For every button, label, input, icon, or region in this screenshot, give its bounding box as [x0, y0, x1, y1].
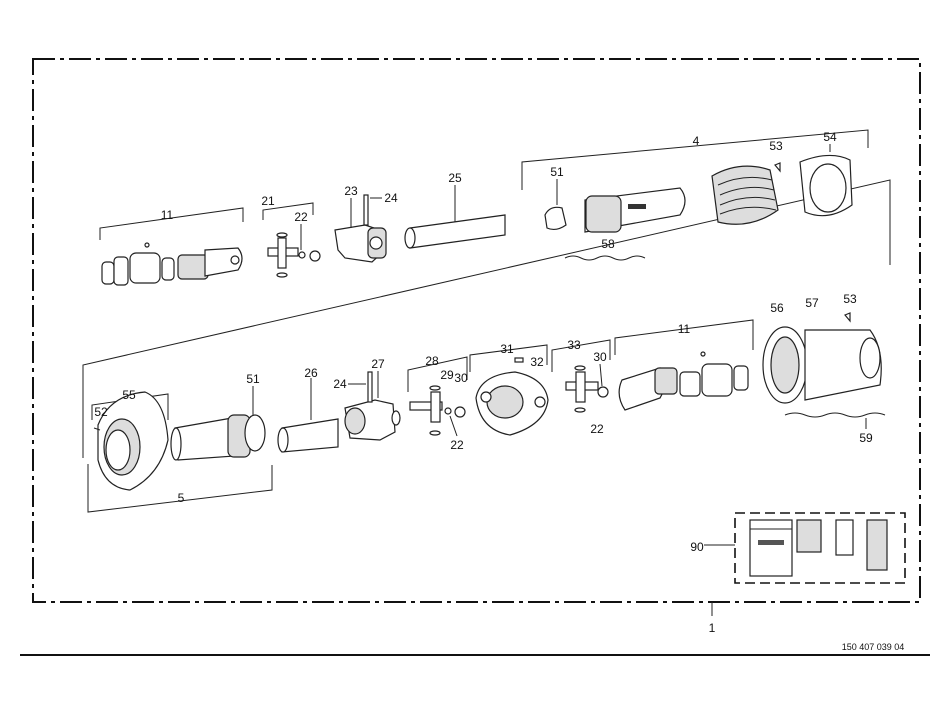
callout-54: 54 [823, 130, 837, 144]
callout-51-top: 51 [550, 165, 564, 179]
row-separator [82, 179, 891, 458]
callout-26: 26 [304, 366, 318, 380]
part-26-outer-tube[interactable] [277, 418, 339, 453]
callout-4: 4 [693, 134, 700, 148]
callout-24-top: 24 [384, 191, 398, 205]
part-90-labels-kit[interactable] [734, 512, 906, 584]
callout-25: 25 [448, 171, 462, 185]
callout-29: 29 [440, 368, 454, 382]
callout-11-bottom: 11 [678, 322, 691, 336]
part-25-inner-tube[interactable] [404, 214, 506, 249]
part-28-cross-kit[interactable] [407, 356, 468, 436]
callout-53-bottom: 53 [843, 292, 857, 306]
callout-56: 56 [770, 301, 784, 315]
callout-31: 31 [500, 342, 514, 356]
callout-55: 55 [122, 388, 136, 402]
part-33-cross-kit[interactable] [551, 339, 611, 413]
callout-52: 52 [94, 405, 108, 419]
callout-90: 90 [690, 540, 704, 554]
callout-5: 5 [178, 491, 185, 505]
part-5-guard-assembly[interactable] [87, 391, 273, 513]
callout-23: 23 [344, 184, 358, 198]
callout-53-top: 53 [769, 139, 783, 153]
part-4-guard-assembly[interactable] [521, 129, 869, 261]
callout-11: 11 [161, 208, 174, 222]
callout-22-a: 22 [450, 438, 464, 452]
assembly-frame [32, 58, 921, 603]
callout-58: 58 [601, 237, 615, 251]
part-56-57-guard-cone[interactable] [762, 312, 886, 418]
part-11-bottom[interactable] [614, 319, 754, 411]
callout-22-b: 22 [590, 422, 604, 436]
callout-24-bottom: 24 [333, 377, 347, 391]
document-number: 150 407 039 04 [842, 642, 905, 652]
part-27-yoke[interactable] [344, 371, 401, 441]
callout-30-b: 30 [593, 350, 607, 364]
part-21-cross-kit[interactable] [262, 202, 321, 278]
callout-22-top: 22 [294, 210, 308, 224]
callout-33: 33 [567, 338, 581, 352]
callout-57: 57 [805, 296, 819, 310]
callout-59: 59 [859, 431, 873, 445]
part-31-clutch[interactable] [469, 344, 549, 436]
part-23-yoke[interactable] [334, 194, 387, 263]
callout-27: 27 [371, 357, 385, 371]
callout-51-bottom: 51 [246, 372, 260, 386]
callout-30-a: 30 [454, 371, 468, 385]
callout-21: 21 [261, 194, 275, 208]
callout-28: 28 [425, 354, 439, 368]
callout-32: 32 [530, 355, 544, 369]
callout-1: 1 [709, 621, 716, 635]
part-11-top[interactable] [99, 207, 244, 286]
